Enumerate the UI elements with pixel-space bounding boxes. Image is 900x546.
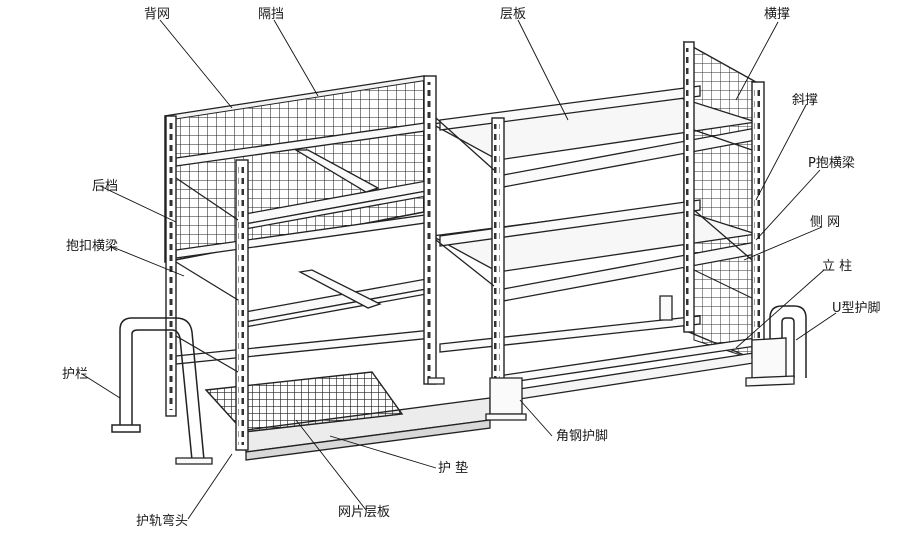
label-guard-rail: 护栏 [62, 367, 88, 382]
label-side-mesh: 侧 网 [810, 215, 840, 230]
upright-back-left [165, 115, 177, 417]
upright-front-left [235, 159, 249, 451]
label-angle-guard: 角钢护脚 [556, 428, 608, 444]
upright-mid-front [491, 117, 505, 409]
upright-right-back [683, 41, 695, 333]
frame-bracing [175, 117, 753, 373]
label-shelf-board: 层板 [500, 7, 526, 22]
floor-feet [175, 295, 795, 465]
label-cross-brace: 横撑 [764, 7, 790, 22]
leader-lines [81, 19, 837, 520]
label-clasp-beam: 抱扣横梁 [66, 238, 118, 254]
upright-mid-back [423, 75, 437, 385]
label-rail-bend: 护轨弯头 [136, 513, 188, 529]
upright-right-front [751, 81, 765, 359]
label-pad: 护 垫 [438, 460, 468, 476]
label-upright: 立 柱 [822, 259, 852, 274]
labels: 背网 隔挡 层板 横撑 斜撑 P抱横梁 侧 网 立 柱 U型护脚 后档 抱扣横梁… [62, 7, 881, 529]
guard-rail [111, 305, 807, 461]
label-u-guard: U型护脚 [832, 300, 881, 316]
label-p-beam: P抱横梁 [808, 155, 855, 171]
label-back-mesh: 背网 [144, 7, 170, 22]
mesh-deck-panel [204, 371, 404, 433]
label-mesh-deck: 网片层板 [338, 505, 390, 520]
label-divider: 隔挡 [258, 7, 284, 22]
uprights [165, 41, 765, 451]
label-diagonal-brace: 斜撑 [792, 93, 818, 108]
label-back-stop: 后档 [92, 179, 118, 194]
